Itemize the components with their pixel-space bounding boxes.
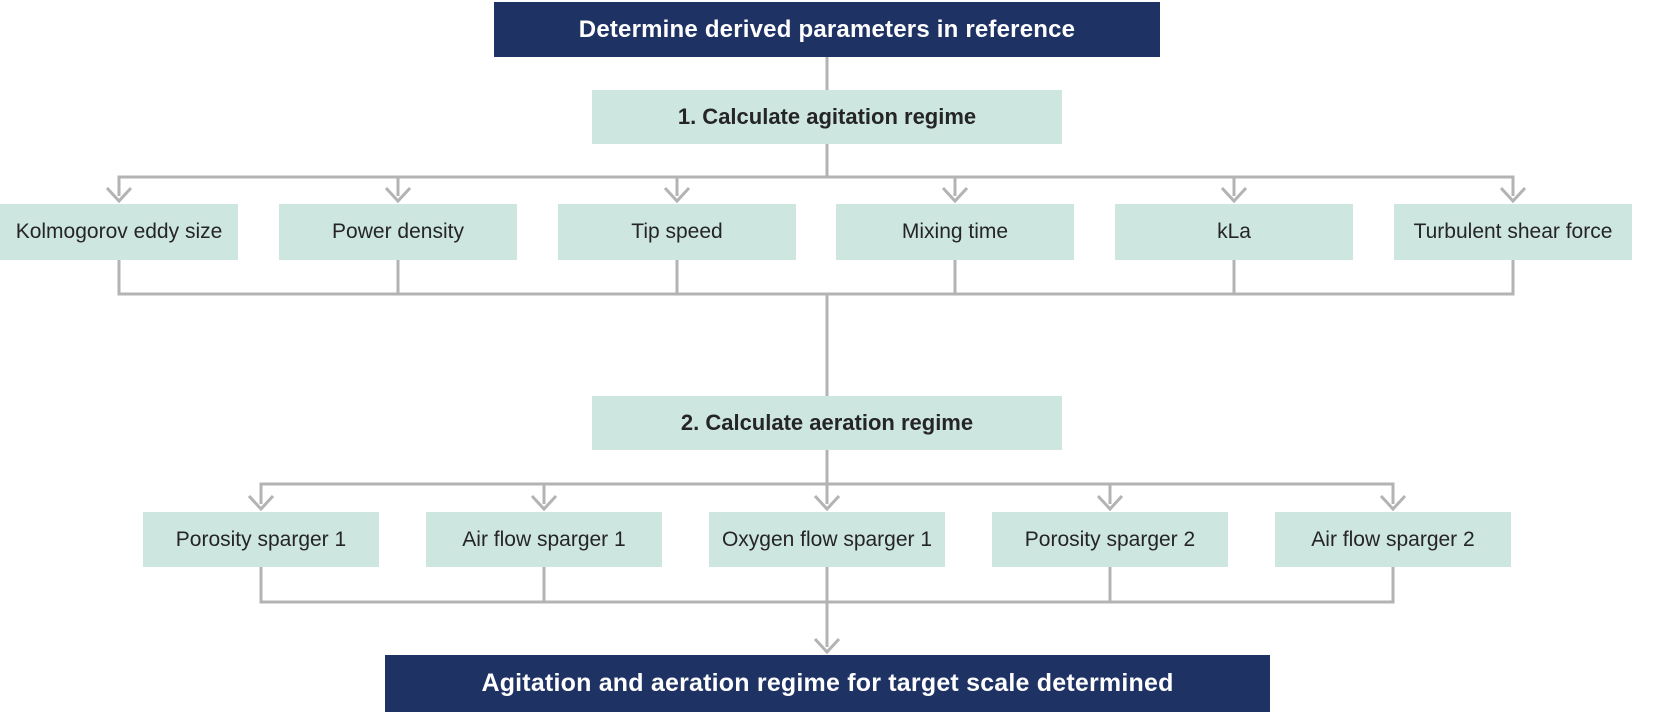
node-air-flow-sparger-2: Air flow sparger 2	[1275, 512, 1511, 567]
arrowhead-icon	[530, 494, 558, 512]
node-air-flow-sparger-1: Air flow sparger 1	[426, 512, 662, 567]
arrowhead-icon	[1379, 494, 1407, 512]
arrowhead-icon	[1220, 186, 1248, 204]
node-step-1: 1. Calculate agitation regime	[592, 90, 1062, 144]
arrowhead-icon	[1499, 186, 1527, 204]
node-start-banner: Determine derived parameters in referenc…	[494, 2, 1160, 57]
node-porosity-sparger-1: Porosity sparger 1	[143, 512, 379, 567]
node-tip-speed: Tip speed	[558, 204, 796, 260]
connector-segment	[117, 260, 1515, 296]
node-mixing-time: Mixing time	[836, 204, 1074, 260]
arrowhead-icon	[813, 637, 841, 655]
node-porosity-sparger-2: Porosity sparger 2	[992, 512, 1228, 567]
arrowhead-icon	[941, 186, 969, 204]
arrowhead-icon	[384, 186, 412, 204]
arrowhead-icon	[247, 494, 275, 512]
node-oxygen-flow-sparger-1: Oxygen flow sparger 1	[709, 512, 945, 567]
arrowhead-icon	[1096, 494, 1124, 512]
node-step-2: 2. Calculate aeration regime	[592, 396, 1062, 450]
node-power-density: Power density	[279, 204, 517, 260]
connector-segment	[117, 175, 1515, 196]
arrowhead-icon	[105, 186, 133, 204]
arrowhead-icon	[813, 494, 841, 512]
arrowhead-icon	[663, 186, 691, 204]
node-kolmogorov-eddy-size: Kolmogorov eddy size	[0, 204, 238, 260]
node-end-banner: Agitation and aeration regime for target…	[385, 655, 1270, 712]
node-kla: kLa	[1115, 204, 1353, 260]
node-turbulent-shear-force: Turbulent shear force	[1394, 204, 1632, 260]
